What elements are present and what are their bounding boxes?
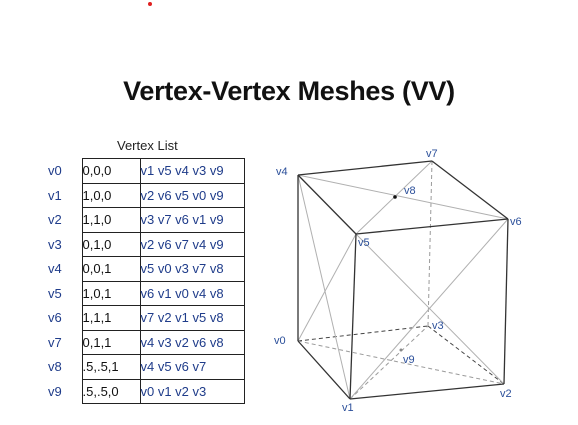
vertex-list-label: Vertex List xyxy=(117,138,178,153)
vertex-adjacency: v4 v5 v6 v7 xyxy=(139,354,245,380)
vertex-coord: 0,1,0 xyxy=(81,231,141,257)
vertex-adjacency: v5 v0 v3 v7 v8 xyxy=(139,256,245,282)
hidden-edges xyxy=(297,325,505,385)
label-v4: v4 xyxy=(276,166,288,178)
vertex-adjacency: v4 v3 v2 v6 v8 xyxy=(139,329,245,355)
red-dot xyxy=(148,2,152,6)
edge-v4-v5 xyxy=(297,174,357,235)
edge-v3-v2 xyxy=(427,325,505,385)
edge-v6-v2 xyxy=(503,218,509,385)
vertex-coord: 1,0,0 xyxy=(81,182,141,208)
vertex-name: v1 xyxy=(48,187,62,203)
vertex-v9-dot xyxy=(399,348,403,352)
table-row: v0 0,0,0 v1 v5 v4 v3 v9 xyxy=(48,158,245,184)
vertex-coord: 0,1,1 xyxy=(81,329,141,355)
slide-title: Vertex-Vertex Meshes (VV) xyxy=(123,76,455,106)
vertex-adjacency: v2 v6 v7 v4 v9 xyxy=(139,231,245,257)
diag-v0-v2 xyxy=(297,340,505,385)
edge-v0-v5-diag xyxy=(297,233,357,342)
vertex-coord: 0,0,0 xyxy=(81,158,141,184)
label-v1: v1 xyxy=(342,402,354,414)
edge-v5-v6 xyxy=(355,218,509,235)
label-v0: v0 xyxy=(274,335,286,347)
vertex-coord: 1,1,1 xyxy=(81,305,141,331)
vertex-name: v6 xyxy=(48,310,62,326)
label-v2: v2 xyxy=(500,388,512,400)
vertex-adjacency: v1 v5 v4 v3 v9 xyxy=(139,158,245,184)
vertex-adjacency: v7 v2 v1 v5 v8 xyxy=(139,305,245,331)
label-v9: v9 xyxy=(403,354,415,366)
table-row: v6 1,1,1 v7 v2 v1 v5 v8 xyxy=(48,305,245,331)
diag-v1-v3 xyxy=(349,325,429,400)
visible-edges xyxy=(297,160,509,400)
vertex-name: v7 xyxy=(48,334,62,350)
edge-v0-v3 xyxy=(297,325,429,342)
vertex-name: v0 xyxy=(48,163,62,179)
vertex-coord: .5,.5,0 xyxy=(81,378,141,404)
vertex-adjacency: v3 v7 v6 v1 v9 xyxy=(139,207,245,233)
label-v3: v3 xyxy=(432,320,444,332)
edge-v3-v7 xyxy=(427,160,433,327)
cube-diagram: v4 v7 v8 v6 v5 v3 v0 v9 v2 v1 xyxy=(274,148,522,414)
edge-v7-v6 xyxy=(431,160,509,220)
vertex-name: v8 xyxy=(48,359,62,375)
table-row: v5 1,0,1 v6 v1 v0 v4 v8 xyxy=(48,280,245,306)
vertex-adjacency: v6 v1 v0 v4 v8 xyxy=(139,280,245,306)
vertex-name: v2 xyxy=(48,212,62,228)
diag-v5-v2 xyxy=(355,233,505,385)
table-row: v4 0,0,1 v5 v0 v3 v7 v8 xyxy=(48,256,245,282)
table-row: v8 .5,.5,1 v4 v5 v6 v7 xyxy=(48,354,245,380)
vertex-coord: 1,0,1 xyxy=(81,280,141,306)
vertex-name: v4 xyxy=(48,261,62,277)
diag-v1-v6 xyxy=(349,218,509,400)
diag-v4-v1 xyxy=(297,174,351,400)
vertex-name: v5 xyxy=(48,285,62,301)
edge-v5-v1 xyxy=(349,233,357,400)
edge-v4-v7 xyxy=(297,160,433,176)
table-row: v1 1,0,0 v2 v6 v5 v0 v9 xyxy=(48,182,245,208)
label-v5: v5 xyxy=(358,237,370,249)
table-row: v7 0,1,1 v4 v3 v2 v6 v8 xyxy=(48,329,245,355)
vertex-coord: .5,.5,1 xyxy=(81,354,141,380)
hidden-edges-light xyxy=(297,160,505,400)
vertex-list-table: v0 0,0,0 v1 v5 v4 v3 v9 v1 1,0,0 v2 v6 v… xyxy=(48,158,245,404)
label-v8: v8 xyxy=(404,185,416,197)
label-v6: v6 xyxy=(510,216,522,228)
vertex-name: v3 xyxy=(48,236,62,252)
table-row: v3 0,1,0 v2 v6 v7 v4 v9 xyxy=(48,231,245,257)
edge-v0-v1 xyxy=(297,340,351,400)
vertex-coord: 1,1,0 xyxy=(81,207,141,233)
table-row: v9 .5,.5,0 v0 v1 v2 v3 xyxy=(48,378,245,404)
table-row: v2 1,1,0 v3 v7 v6 v1 v9 xyxy=(48,207,245,233)
vertex-coord: 0,0,1 xyxy=(81,256,141,282)
label-v7: v7 xyxy=(426,148,438,160)
vertex-adjacency: v0 v1 v2 v3 xyxy=(139,378,245,404)
edge-v1-v2 xyxy=(349,383,505,400)
diag-v4-v6 xyxy=(297,174,509,220)
vertex-adjacency: v2 v6 v5 v0 v9 xyxy=(139,182,245,208)
vertex-v8-dot xyxy=(393,195,397,199)
vertex-name: v9 xyxy=(48,383,62,399)
